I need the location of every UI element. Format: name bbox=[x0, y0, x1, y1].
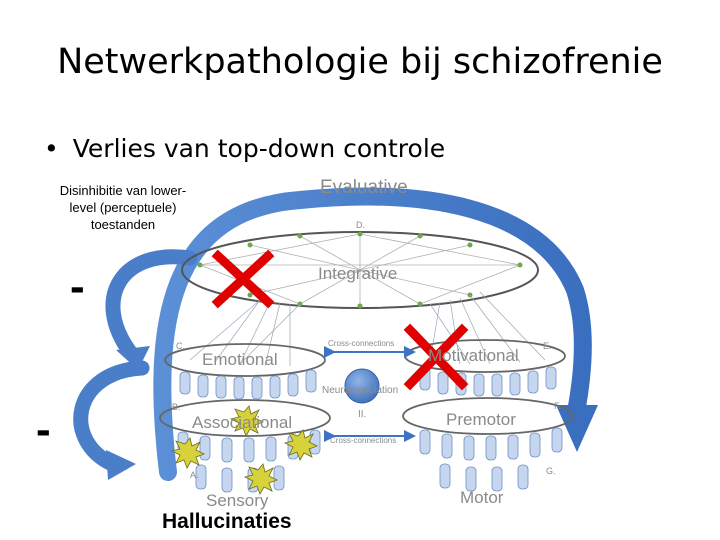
red-x-icon bbox=[211, 249, 275, 309]
disinhibition-arrowhead-upper bbox=[116, 346, 150, 370]
burst-4 bbox=[243, 463, 278, 495]
disinhibition-note: Disinhibitie van lower-level (perceptuel… bbox=[59, 183, 187, 232]
bullet-text: Verlies van top-down controle bbox=[72, 134, 446, 163]
bullet-item: • Verlies van top-down controle bbox=[44, 134, 445, 163]
label-f: F. bbox=[554, 401, 561, 411]
red-x-icon bbox=[403, 323, 469, 391]
label-sensory: Sensory bbox=[206, 491, 269, 510]
label-motivational: Motivational bbox=[428, 346, 519, 365]
label-cross-bottom: Cross-connections bbox=[330, 436, 396, 445]
burst-2 bbox=[229, 405, 264, 437]
label-a: A. bbox=[190, 470, 199, 480]
disinhibition-arrow-upper bbox=[105, 249, 198, 360]
neuromodulation-hub bbox=[344, 368, 380, 404]
top-down-arc-arrow bbox=[153, 187, 592, 481]
associational-ring bbox=[159, 399, 331, 437]
label-premotor: Premotor bbox=[446, 410, 516, 429]
minus-sign-lower: - bbox=[36, 405, 51, 454]
hallucinations-label: Hallucinaties bbox=[162, 510, 292, 533]
column-units-left bbox=[177, 369, 321, 493]
hallucination-bursts bbox=[170, 405, 318, 495]
disinhibition-arrowhead-lower bbox=[106, 450, 136, 480]
burst-1 bbox=[170, 437, 205, 469]
label-motor: Motor bbox=[460, 488, 504, 507]
top-down-arc-arrowhead bbox=[556, 405, 598, 452]
minus-sign-upper: - bbox=[70, 262, 85, 311]
label-cross-top: Cross-connections bbox=[328, 339, 394, 348]
disinhibition-arrow-lower bbox=[73, 360, 150, 472]
slide-title: Netwerkpathologie bij schizofrenie bbox=[57, 42, 663, 82]
label-neuromodulation: Neuromodulation bbox=[322, 385, 398, 396]
projection-fans bbox=[189, 291, 546, 367]
burst-3 bbox=[283, 429, 318, 461]
label-evaluative: Evaluative bbox=[320, 177, 408, 198]
label-c: C. bbox=[176, 341, 185, 351]
integrative-nodes bbox=[197, 231, 523, 309]
label-associational: Associational bbox=[192, 413, 292, 432]
emotional-ring bbox=[164, 343, 326, 377]
bullet-marker: • bbox=[44, 134, 59, 163]
label-integrative: Integrative bbox=[318, 264, 397, 283]
label-g: G. bbox=[546, 466, 556, 476]
label-d: D. bbox=[356, 220, 365, 230]
premotor-ring bbox=[402, 397, 574, 435]
label-e: E. bbox=[543, 341, 552, 351]
label-ii: II. bbox=[358, 409, 366, 420]
label-emotional: Emotional bbox=[202, 350, 278, 369]
column-units-right bbox=[419, 366, 563, 492]
label-b: B. bbox=[172, 402, 181, 412]
